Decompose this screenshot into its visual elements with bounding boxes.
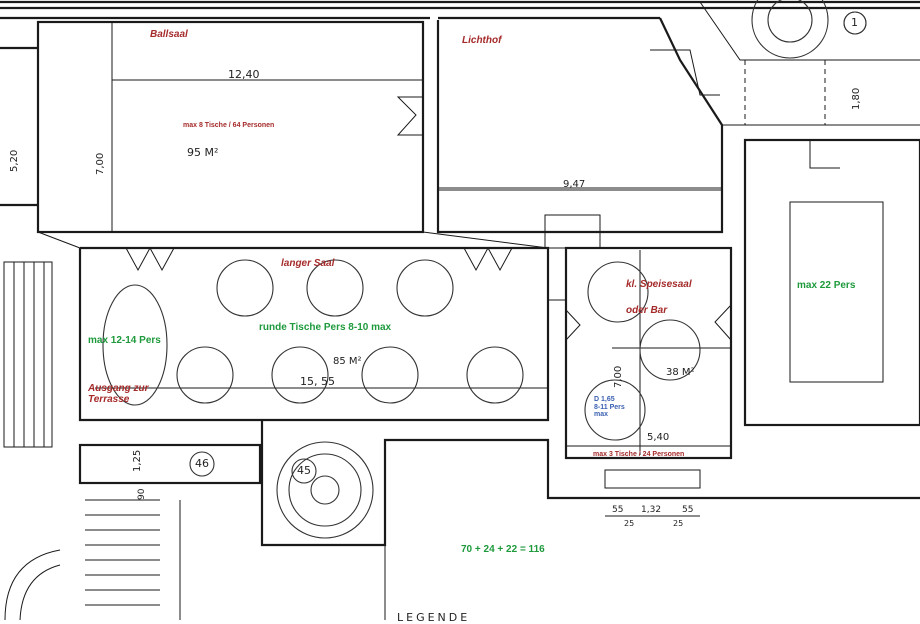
langer-saal-left-capacity: max 12-14 Pers	[88, 335, 161, 346]
speisesaal-table-note: D 1,65 8-11 Pers max	[594, 396, 625, 419]
marker-1-circle	[843, 11, 867, 35]
round-table	[584, 379, 646, 441]
langer-saal-title: langer Saal	[281, 258, 335, 269]
round-table	[216, 259, 274, 317]
langer-saal-width: 15, 55	[300, 375, 335, 388]
speisesaal-depth: 7,00	[613, 365, 624, 388]
ballsaal-side: 5,20	[9, 149, 20, 172]
ballsaal-capacity: max 8 Tische / 64 Personen	[183, 122, 275, 129]
round-table	[396, 259, 454, 317]
speisesaal-subtitle: oder Bar	[626, 305, 668, 316]
legend-heading: LEGENDE	[397, 611, 471, 624]
marker-46-circle	[189, 451, 215, 477]
bottom-left-stairs	[85, 499, 160, 606]
marker-1: 1	[851, 16, 858, 29]
ballsaal-depth: 7,00	[95, 152, 106, 175]
oval-table	[102, 284, 168, 406]
dim-1-25: 1,25	[132, 449, 143, 472]
round-table	[466, 346, 524, 404]
speisesaal-width: 5,40	[647, 432, 670, 443]
speisesaal-capacity: max 3 Tische / 24 Personen	[593, 451, 685, 458]
dim-55-left: 55	[612, 505, 624, 515]
round-table	[306, 259, 364, 317]
left-stair-grid	[3, 261, 53, 448]
lichthof-side: 1,80	[851, 87, 862, 110]
marker-45-circle	[291, 458, 317, 484]
langer-saal-area: 85 M²	[333, 356, 362, 367]
speisesaal-title: kl. Speisesaal	[626, 279, 692, 290]
dim-25-right: 25	[673, 519, 684, 528]
dim-1-32: 1,32	[641, 505, 662, 515]
speisesaal-area: 38 M²	[666, 367, 695, 378]
marker-45: 45	[297, 464, 311, 477]
total-capacity: 70 + 24 + 22 = 116	[461, 544, 545, 555]
ballsaal-title: Ballsaal	[150, 29, 188, 40]
ballsaal-area: 95 M²	[187, 146, 219, 159]
round-table	[361, 346, 419, 404]
lichthof-width: 9,47	[563, 179, 586, 190]
round-table	[271, 346, 329, 404]
langer-saal-tables: runde Tische Pers 8-10 max	[259, 322, 392, 333]
ballsaal-width: 12,40	[228, 68, 260, 81]
right-room-capacity: max 22 Pers	[797, 280, 856, 291]
round-table	[639, 319, 701, 381]
round-table	[587, 261, 649, 323]
dim-90: 90	[137, 488, 147, 500]
marker-46: 46	[195, 457, 209, 470]
tables	[102, 259, 701, 441]
round-table	[176, 346, 234, 404]
dim-25-left: 25	[624, 519, 635, 528]
exit-terrace-label: Ausgang zur Terrasse	[88, 383, 149, 405]
dim-55-right: 55	[682, 505, 694, 515]
lichthof-title: Lichthof	[462, 35, 502, 46]
